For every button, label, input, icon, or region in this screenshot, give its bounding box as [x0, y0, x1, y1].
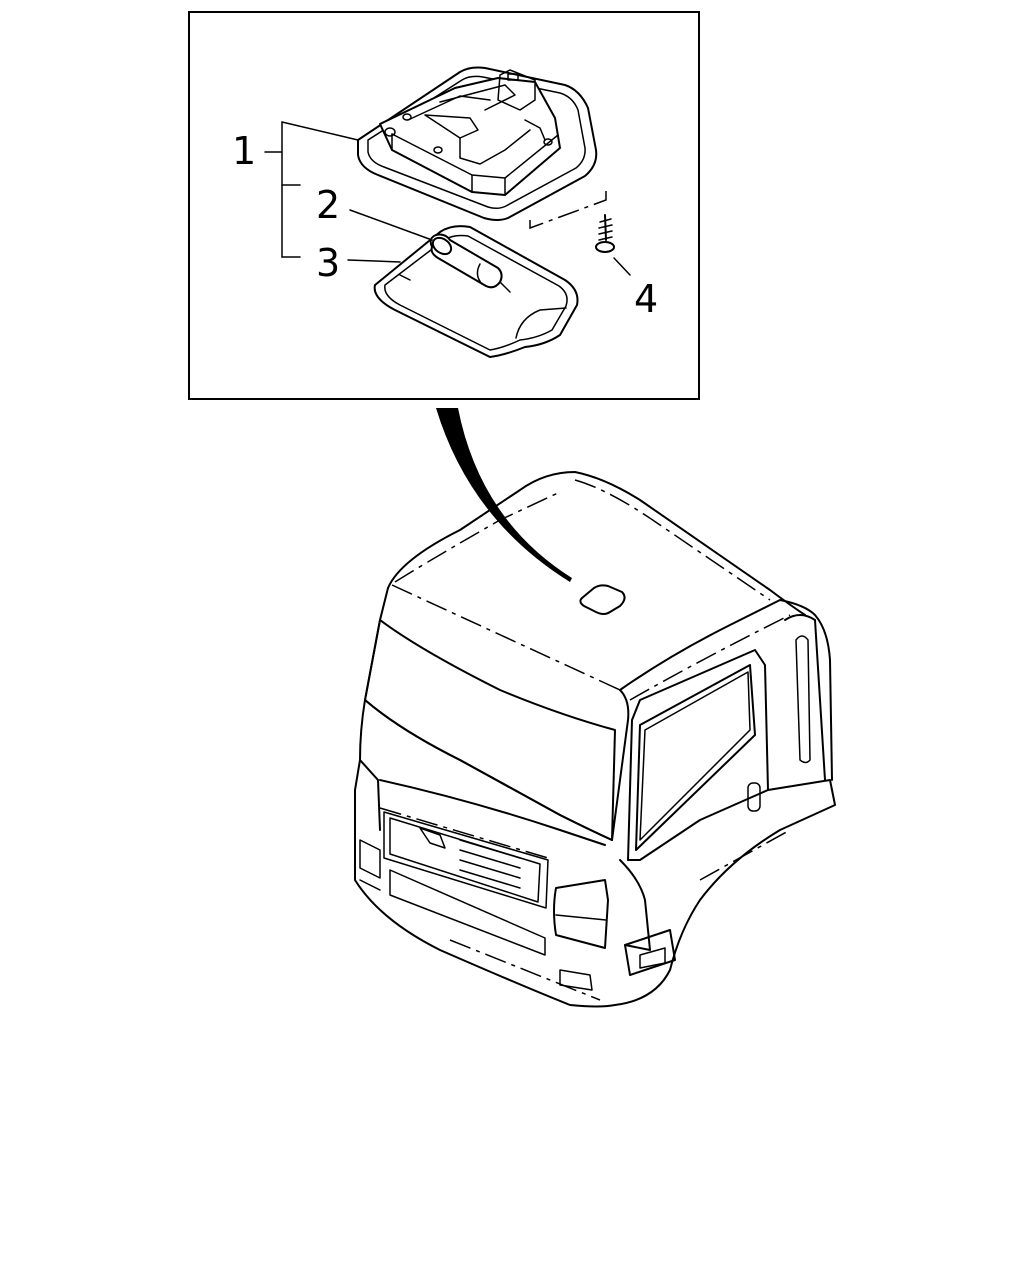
assembly-line: [529, 185, 607, 230]
truck-cab: [354, 471, 836, 1008]
callout-4: 4: [634, 277, 658, 321]
detail-inset-frame: [188, 11, 700, 400]
location-pointer: [436, 408, 572, 582]
screw-part: [595, 214, 615, 253]
callout-leaders: [264, 121, 631, 276]
lamp-housing-part: [357, 66, 598, 221]
roof-lamp-location: [579, 584, 626, 615]
callout-1: 1: [232, 129, 256, 173]
callout-2: 2: [316, 183, 340, 227]
bulb-part: [429, 233, 511, 293]
callout-3: 3: [316, 241, 340, 285]
lens-part: [373, 225, 579, 358]
